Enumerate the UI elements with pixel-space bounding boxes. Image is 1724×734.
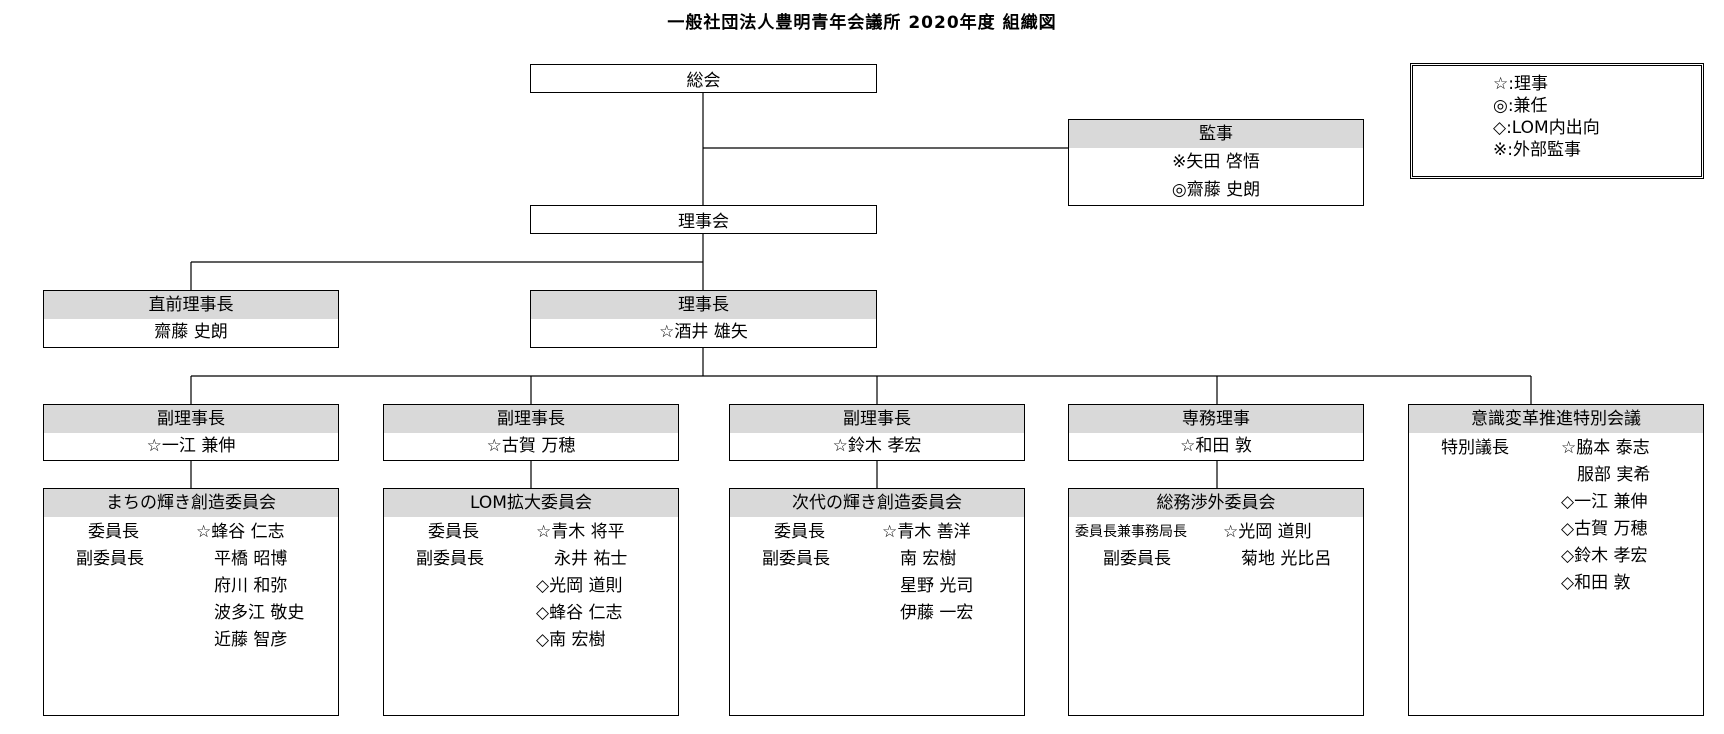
committee-box: まちの輝き創造委員会 委員長 ☆蜂谷 仁志 副委員長 平橋 昭博 府川 和弥 波…: [43, 488, 339, 716]
special-council-heading: 意識変革推進特別会議: [1409, 405, 1703, 433]
special-council-member: 服部 実希: [1577, 465, 1651, 485]
special-council-member: ☆脇本 泰志: [1561, 438, 1650, 458]
officer-box: 副理事長 ☆鈴木 孝宏: [729, 404, 1025, 461]
president-name: ☆酒井 雄矢: [531, 319, 876, 346]
committee-vice-role: 副委員長: [416, 549, 484, 569]
auditors-box: 監事 ※矢田 啓悟 ◎齋藤 史朗: [1068, 119, 1364, 206]
committee-chair-role: 委員長: [774, 522, 825, 542]
committee-chair-role: 委員長: [428, 522, 479, 542]
committee-chair: ☆蜂谷 仁志: [196, 522, 285, 542]
committee-member: 永井 祐士: [554, 549, 628, 569]
committee-chair: ☆光岡 道則: [1223, 522, 1312, 542]
chart-title: 一般社団法人豊明青年会議所 2020年度 組織図: [667, 13, 1057, 33]
past-president-name: 齋藤 史朗: [44, 319, 338, 346]
legend-item: ※:外部監事: [1493, 140, 1581, 160]
committee-chair-role: 委員長兼事務局長: [1075, 524, 1187, 540]
committee-member: ◇蜂谷 仁志: [536, 603, 623, 623]
special-council-box: 意識変革推進特別会議 特別議長 ☆脇本 泰志 服部 実希 ◇一江 兼伸 ◇古賀 …: [1408, 404, 1704, 716]
committee-heading: 次代の輝き創造委員会: [730, 489, 1024, 517]
committee-heading: LOM拡大委員会: [384, 489, 678, 517]
legend-item: ◇:LOM内出向: [1493, 118, 1600, 138]
auditors-heading: 監事: [1069, 120, 1363, 148]
special-council-role: 特別議長: [1441, 438, 1509, 458]
legend-item: ◎:兼任: [1493, 96, 1548, 116]
officer-name: ☆一江 兼伸: [44, 433, 338, 460]
auditor-member: ※矢田 啓悟: [1069, 148, 1363, 176]
committee-box: 次代の輝き創造委員会 委員長 ☆青木 善洋 副委員長 南 宏樹 星野 光司 伊藤…: [729, 488, 1025, 716]
committee-member: 伊藤 一宏: [900, 603, 974, 623]
officer-name: ☆古賀 万穂: [384, 433, 678, 460]
officer-box: 副理事長 ☆古賀 万穂: [383, 404, 679, 461]
committee-vice-role: 副委員長: [762, 549, 830, 569]
officer-name: ☆鈴木 孝宏: [730, 433, 1024, 460]
committee-member: 星野 光司: [900, 576, 974, 596]
special-council-member: ◇和田 敦: [1561, 573, 1631, 593]
officer-heading: 副理事長: [44, 405, 338, 433]
committee-box: 総務渉外委員会 委員長兼事務局長 ☆光岡 道則 副委員長 菊地 光比呂: [1068, 488, 1364, 716]
committee-member: 波多江 敬史: [214, 603, 305, 623]
auditor-member: ◎齋藤 史朗: [1069, 176, 1363, 204]
committee-member: 菊地 光比呂: [1241, 549, 1332, 569]
committee-chair: ☆青木 善洋: [882, 522, 971, 542]
officer-heading: 副理事長: [384, 405, 678, 433]
committee-member: 平橋 昭博: [214, 549, 288, 569]
committee-heading: 総務渉外委員会: [1069, 489, 1363, 517]
committee-chair: ☆青木 将平: [536, 522, 625, 542]
committee-chair-role: 委員長: [88, 522, 139, 542]
president-heading: 理事長: [531, 291, 876, 319]
officer-heading: 専務理事: [1069, 405, 1363, 433]
legend-box: ☆:理事 ◎:兼任 ◇:LOM内出向 ※:外部監事: [1410, 63, 1704, 179]
committee-member: 府川 和弥: [214, 576, 288, 596]
committee-box: LOM拡大委員会 委員長 ☆青木 将平 副委員長 永井 祐士 ◇光岡 道則 ◇蜂…: [383, 488, 679, 716]
president-box: 理事長 ☆酒井 雄矢: [530, 290, 877, 348]
committee-heading: まちの輝き創造委員会: [44, 489, 338, 517]
officer-heading: 副理事長: [730, 405, 1024, 433]
committee-member: ◇南 宏樹: [536, 630, 606, 650]
past-president-box: 直前理事長 齋藤 史朗: [43, 290, 339, 348]
board-box: 理事会: [530, 205, 877, 234]
past-president-heading: 直前理事長: [44, 291, 338, 319]
committee-member: ◇光岡 道則: [536, 576, 623, 596]
committee-vice-role: 副委員長: [1103, 549, 1171, 569]
officer-name: ☆和田 敦: [1069, 433, 1363, 460]
special-council-member: ◇古賀 万穂: [1561, 519, 1648, 539]
committee-member: 近藤 智彦: [214, 630, 288, 650]
special-council-member: ◇一江 兼伸: [1561, 492, 1648, 512]
general-assembly-box: 総会: [530, 64, 877, 93]
committee-vice-role: 副委員長: [76, 549, 144, 569]
officer-box: 副理事長 ☆一江 兼伸: [43, 404, 339, 461]
officer-box: 専務理事 ☆和田 敦: [1068, 404, 1364, 461]
committee-member: 南 宏樹: [900, 549, 957, 569]
legend-item: ☆:理事: [1493, 74, 1548, 94]
special-council-member: ◇鈴木 孝宏: [1561, 546, 1648, 566]
